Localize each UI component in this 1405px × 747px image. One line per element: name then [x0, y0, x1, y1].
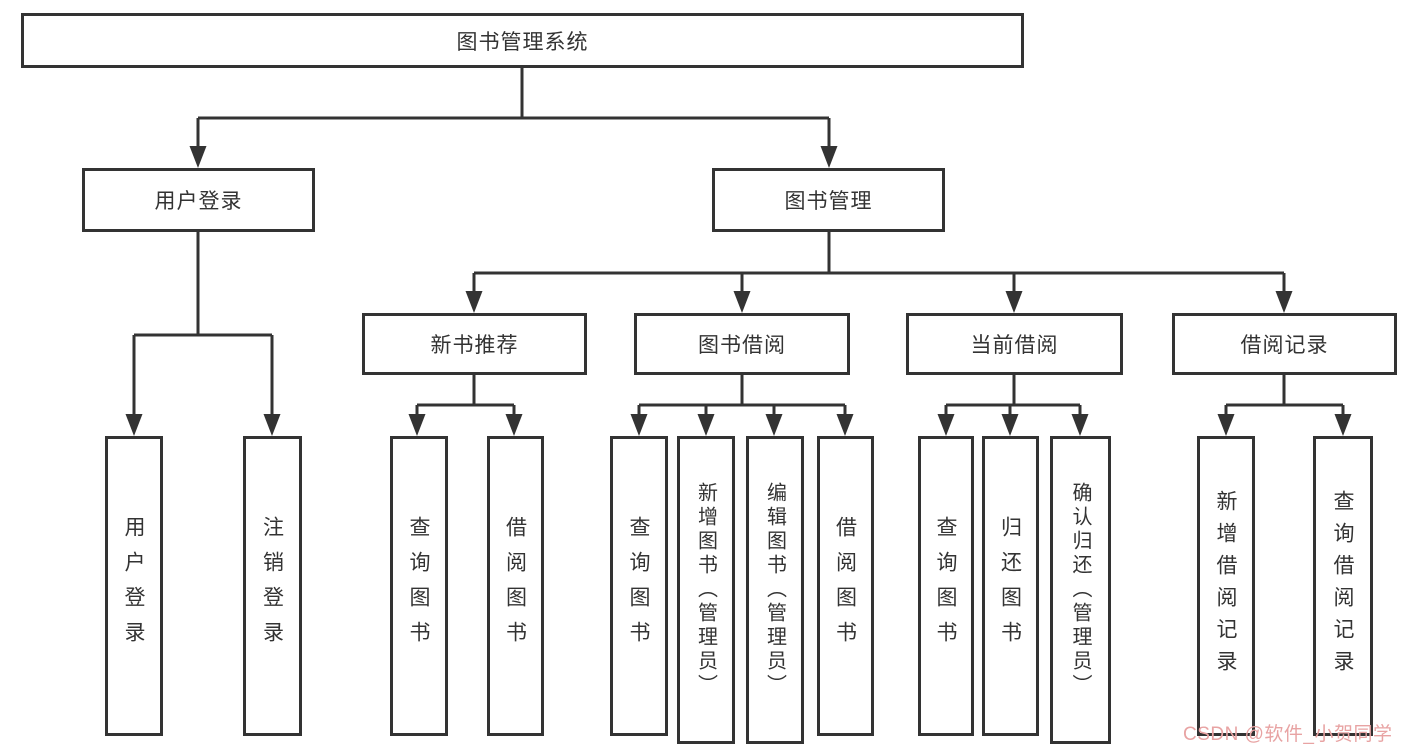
- node-new-book-recommend: 新书推荐: [362, 313, 587, 375]
- leaf-logout: 注销登录: [243, 436, 302, 736]
- leaf-current-confirm-return-admin: 确认归还（管理员）: [1050, 436, 1111, 744]
- leaf-borrow-edit-books-admin: 编辑图书（管理员）: [746, 436, 804, 744]
- leaf-borrow-borrow-books: 借阅图书: [817, 436, 874, 736]
- leaf-current-return-books: 归还图书: [982, 436, 1039, 736]
- leaf-current-query-books: 查询图书: [918, 436, 974, 736]
- leaf-borrow-query-books: 查询图书: [610, 436, 668, 736]
- node-book-management: 图书管理: [712, 168, 945, 232]
- leaf-recommend-query-books: 查询图书: [390, 436, 448, 736]
- leaf-borrow-add-books-admin: 新增图书（管理员）: [677, 436, 735, 744]
- node-book-borrow: 图书借阅: [634, 313, 850, 375]
- leaf-records-query-record: 查询借阅记录: [1313, 436, 1373, 736]
- leaf-user-login: 用户登录: [105, 436, 163, 736]
- node-user-login: 用户登录: [82, 168, 315, 232]
- leaf-records-add-record: 新增借阅记录: [1197, 436, 1255, 736]
- csdn-watermark: CSDN @软件_小贺同学: [1183, 724, 1393, 745]
- node-borrow-records: 借阅记录: [1172, 313, 1397, 375]
- leaf-recommend-borrow-books: 借阅图书: [487, 436, 544, 736]
- node-root: 图书管理系统: [21, 13, 1024, 68]
- node-current-borrow: 当前借阅: [906, 313, 1123, 375]
